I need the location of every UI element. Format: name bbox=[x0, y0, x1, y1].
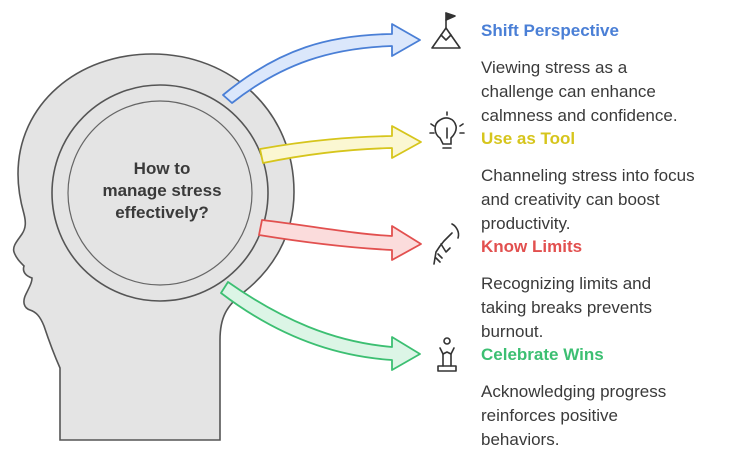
item-desc-know-limits: Recognizing limits and taking breaks pre… bbox=[481, 272, 751, 344]
desc-line: Viewing stress as a bbox=[481, 58, 628, 77]
item-title-use-as-tool: Use as Tool bbox=[481, 129, 576, 148]
desc-line: calmness and confidence. bbox=[481, 106, 678, 125]
desc-line: Channeling stress into focus bbox=[481, 166, 695, 185]
item-title-know-limits: Know Limits bbox=[481, 237, 583, 256]
item-title-shift-perspective: Shift Perspective bbox=[481, 21, 619, 40]
center-question-line: manage stress bbox=[102, 181, 222, 200]
desc-line: reinforces positive bbox=[481, 406, 619, 425]
center-question: How to manage stress effectively? bbox=[82, 158, 242, 224]
mountain-flag-icon bbox=[431, 12, 461, 49]
arrow-celebrate-wins bbox=[220, 281, 421, 371]
arrow-use-as-tool bbox=[259, 125, 422, 164]
arrow-know-limits bbox=[258, 219, 422, 261]
desc-line: challenge can enhance bbox=[481, 82, 656, 101]
desc-line: behaviors. bbox=[481, 430, 560, 449]
desc-line: and creativity can boost bbox=[481, 190, 660, 209]
center-question-line: effectively? bbox=[115, 203, 209, 222]
arrow-shift-perspective bbox=[222, 23, 421, 104]
item-desc-use-as-tool: Channeling stress into focus and creativ… bbox=[481, 164, 751, 236]
item-desc-shift-perspective: Viewing stress as a challenge can enhanc… bbox=[481, 56, 751, 128]
desc-line: Acknowledging progress bbox=[481, 382, 667, 401]
desc-line: productivity. bbox=[481, 214, 571, 233]
center-question-line: How to bbox=[133, 159, 191, 178]
thought-circle-inner bbox=[67, 100, 253, 286]
item-desc-celebrate-wins: Acknowledging progress reinforces positi… bbox=[481, 380, 751, 452]
trophy-figure-icon bbox=[437, 337, 457, 372]
hand-stop-icon bbox=[433, 223, 460, 265]
desc-line: taking breaks prevents bbox=[481, 298, 653, 317]
desc-line: Recognizing limits and bbox=[481, 274, 652, 293]
item-title-celebrate-wins: Celebrate Wins bbox=[481, 345, 604, 364]
lightbulb-icon bbox=[429, 111, 465, 149]
desc-line: burnout. bbox=[481, 322, 544, 341]
